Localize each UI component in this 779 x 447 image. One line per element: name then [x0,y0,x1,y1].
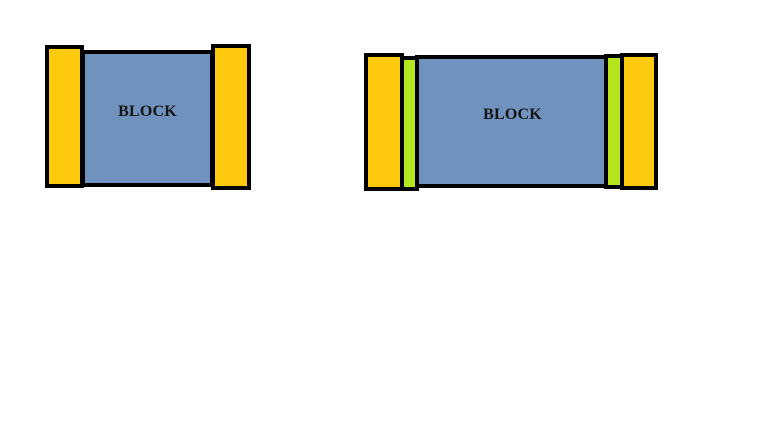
right-diagram-block-label: BLOCK [483,106,542,123]
left-diagram-block-label: BLOCK [118,102,177,120]
left-diagram-right-end-cap [211,44,251,190]
right-diagram-left-end-cap [364,53,404,191]
left-diagram-block: BLOCK [81,50,214,187]
left-diagram-left-end-cap [45,45,84,188]
right-diagram-right-end-cap [620,53,658,190]
right-diagram-block: BLOCK [415,55,610,188]
